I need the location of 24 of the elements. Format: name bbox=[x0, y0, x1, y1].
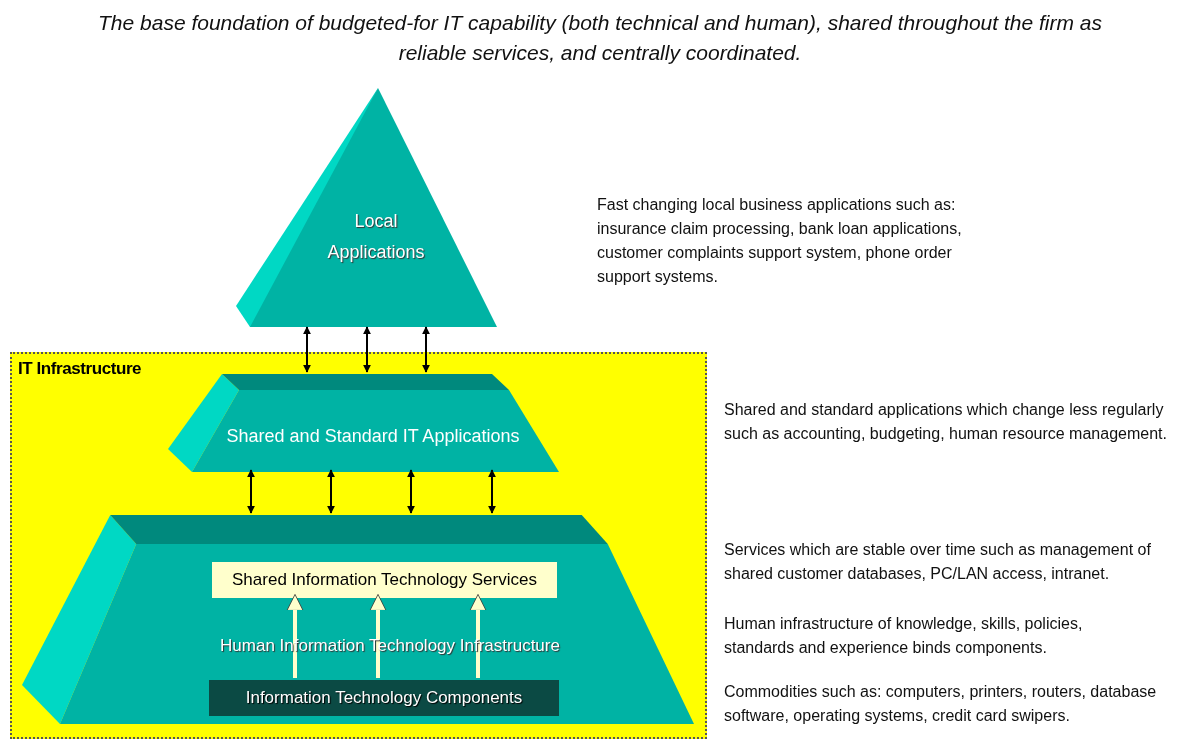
node-label: Information Technology Components bbox=[244, 687, 524, 710]
title: The base foundation of budgeted-for IT capability (both technical and human), shared throughout the firm as reliable services, and centrally coordinated. bbox=[97, 10, 1103, 66]
arrow bbox=[407, 469, 415, 514]
node-label: IT Infrastructure bbox=[18, 358, 142, 380]
arrow bbox=[327, 469, 335, 514]
service-box bbox=[212, 562, 557, 598]
description-text: Fast changing local business applications such as: insurance claim processing, bank loan applications, customer complaints support system, phone order support systems. bbox=[597, 195, 963, 287]
arrow bbox=[286, 594, 304, 678]
arrow bbox=[247, 469, 255, 514]
description-text: Services which are stable over time such as management of shared customer databases, PC/LAN access, intranet. bbox=[724, 540, 1152, 584]
arrow bbox=[422, 326, 430, 373]
arrow bbox=[488, 469, 496, 514]
infrastructure-band bbox=[10, 352, 707, 739]
node-label: Shared Information Technology Services bbox=[231, 569, 538, 592]
node-label: Local Applications bbox=[326, 210, 426, 264]
node-label: Shared and Standard IT Applications bbox=[225, 425, 521, 448]
component-box bbox=[209, 680, 559, 716]
arrow bbox=[369, 594, 387, 678]
description-text: Shared and standard applications which change less regularly such as accounting, budgeting, human resource management. bbox=[724, 400, 1168, 444]
arrow bbox=[303, 326, 311, 373]
description-text: Human infrastructure of knowledge, skills, policies, standards and experience binds components. bbox=[724, 614, 1084, 658]
arrow bbox=[363, 326, 371, 373]
arrow bbox=[469, 594, 487, 678]
description-text: Commodities such as: computers, printers, routers, database software, operating systems, credit card swipers. bbox=[724, 682, 1158, 726]
